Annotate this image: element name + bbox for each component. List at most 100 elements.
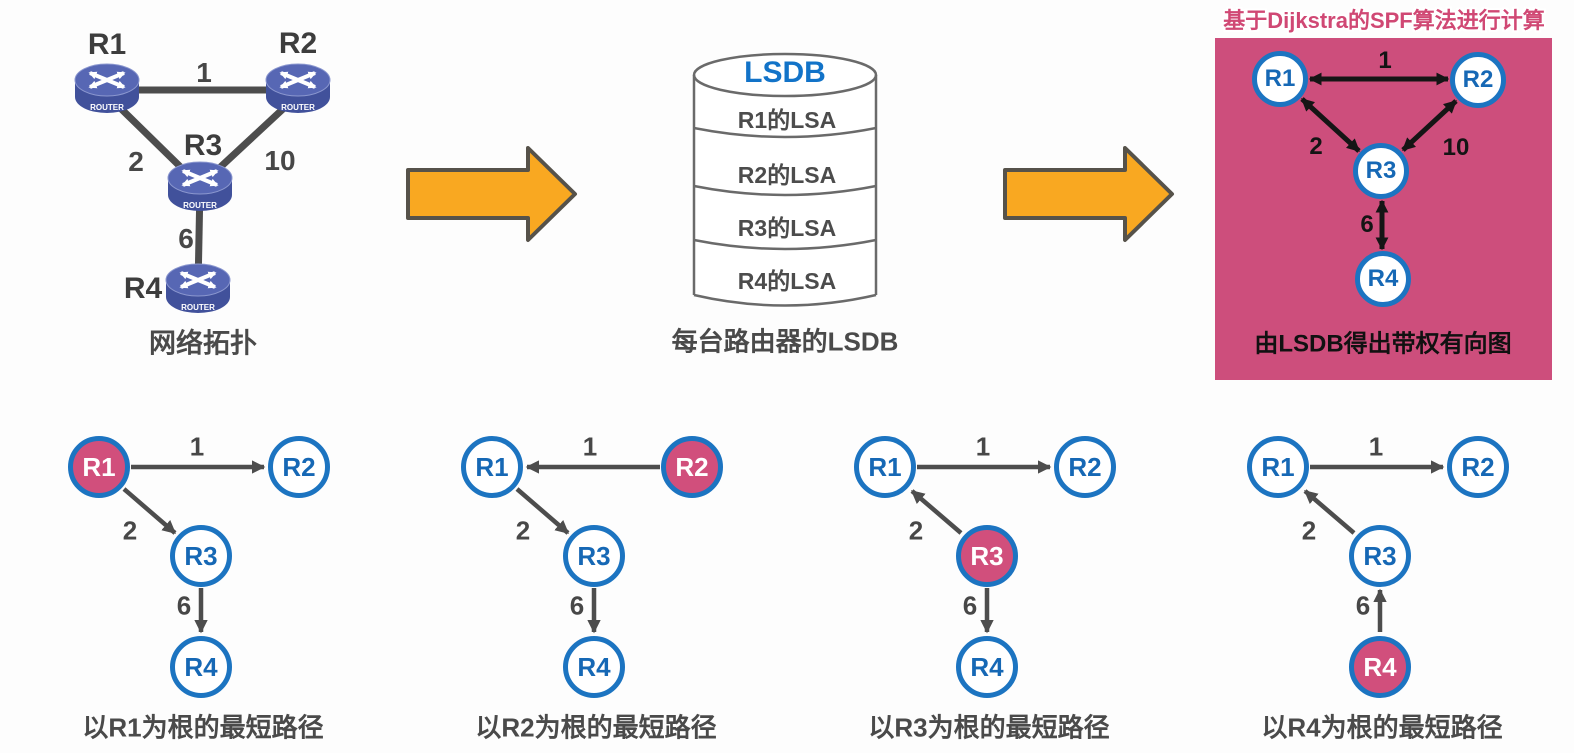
topology-node-label-r2: R2 — [278, 27, 318, 60]
tree-node-r4: R4 — [170, 636, 232, 698]
spf-cost-r3-r4: 6 — [1360, 211, 1374, 238]
tree-node-label: R4 — [970, 651, 1004, 682]
tree-node-label: R4 — [1363, 651, 1397, 682]
tree-cost-r3-r4: 6 — [176, 590, 192, 621]
tree-node-r3-root: R3 — [956, 525, 1018, 587]
spf-node-r1: R1 — [1252, 51, 1308, 107]
topology-cost-r1-r3: 2 — [128, 146, 144, 177]
lsdb-caption: 每台路由器的LSDB — [671, 326, 899, 357]
tree-node-label: R4 — [184, 651, 218, 682]
tree-cost-r4-r3: 6 — [1355, 590, 1371, 621]
lsdb-cylinder — [692, 52, 878, 310]
router-icon: ROUTER — [265, 63, 331, 113]
router-arrow-cross — [88, 71, 126, 89]
spt-tree-r4: R1 R2 R3 R4 1 2 6 以R4为根的最短路径 — [1179, 430, 1574, 753]
tree-edge-r3-r1 — [910, 489, 963, 535]
topology-node-label-r1: R1 — [87, 28, 127, 61]
lsdb-row-r2: R2的LSA — [737, 162, 837, 188]
tree-caption: 以R3为根的最短路径 — [868, 712, 1110, 743]
topology-cost-r2-r3: 10 — [264, 145, 296, 176]
tree-node-label: R3 — [970, 540, 1004, 571]
tree-edge-r3-r1 — [1303, 489, 1356, 535]
tree-node-r3: R3 — [563, 525, 625, 587]
tree-edges — [910, 460, 1052, 634]
tree-node-r1-root: R1 — [68, 436, 130, 498]
router-icon: ROUTER — [165, 263, 231, 313]
tree-cost-r2-r1: 1 — [582, 431, 598, 462]
router-badge-label: ROUTER — [183, 201, 217, 210]
spt-tree-r1: R1 R2 R3 R4 1 2 6 以R1为根的最短路径 — [0, 430, 400, 753]
tree-node-r2: R2 — [1447, 436, 1509, 498]
tree-edges — [515, 460, 660, 634]
spf-cost-r1-r2: 1 — [1378, 47, 1392, 74]
spf-cost-r1-r3: 2 — [1309, 133, 1323, 160]
tree-node-r3: R3 — [170, 525, 232, 587]
tree-node-r4-root: R4 — [1349, 636, 1411, 698]
tree-node-label: R2 — [282, 451, 316, 482]
spf-edge-r1-r3 — [1300, 97, 1361, 153]
flow-arrow-shape — [406, 146, 577, 242]
tree-node-r4: R4 — [563, 636, 625, 698]
lsdb-section: LSDB R1的LSA R2的LSA R3的LSA R4的LSA 每台路由器的L… — [620, 30, 960, 370]
tree-node-r1: R1 — [1247, 436, 1309, 498]
router-icon: ROUTER — [167, 161, 233, 211]
tree-node-label: R1 — [1261, 451, 1295, 482]
spf-edge-r2-r3 — [1401, 99, 1458, 152]
topology-caption: 网络拓扑 — [149, 328, 257, 359]
tree-node-label: R1 — [868, 451, 902, 482]
tree-caption: 以R1为根的最短路径 — [82, 712, 324, 743]
tree-node-label: R1 — [82, 451, 116, 482]
tree-node-label: R2 — [1461, 451, 1495, 482]
router-badge-label: ROUTER — [90, 103, 124, 112]
tree-node-label: R2 — [1068, 451, 1102, 482]
lsdb-row-r4: R4的LSA — [737, 268, 837, 294]
spf-node-r4: R4 — [1355, 251, 1411, 307]
tree-node-label: R3 — [577, 540, 611, 571]
tree-node-r1: R1 — [461, 436, 523, 498]
lsdb-title: LSDB — [744, 56, 826, 89]
router-arrow-cross — [181, 169, 219, 187]
tree-cost-r1-r2: 1 — [1368, 431, 1384, 462]
spf-node-label: R3 — [1365, 157, 1397, 184]
tree-edge-r1-r3 — [515, 487, 570, 535]
router-badge-label: ROUTER — [281, 103, 315, 112]
tree-cost-r1-r3: 2 — [515, 515, 531, 546]
tree-cost-r3-r1: 2 — [908, 515, 924, 546]
spf-title: 基于Dijkstra的SPF算法进行计算 — [1223, 8, 1545, 33]
tree-cost-r3-r4: 6 — [962, 590, 978, 621]
tree-cost-r1-r2: 1 — [189, 431, 205, 462]
spf-node-label: R1 — [1264, 65, 1296, 92]
lsdb-row-r3: R3的LSA — [737, 215, 837, 241]
tree-node-label: R4 — [577, 651, 611, 682]
tree-node-r2: R2 — [268, 436, 330, 498]
topology-node-label-r4: R4 — [123, 272, 163, 305]
lsdb-divider — [693, 238, 877, 251]
tree-node-r2: R2 — [1054, 436, 1116, 498]
tree-cost-r1-r3: 2 — [122, 515, 138, 546]
tree-node-r4: R4 — [956, 636, 1018, 698]
spt-tree-r3: R1 R2 R3 R4 1 2 6 以R3为根的最短路径 — [786, 430, 1186, 753]
router-arrow-cross — [179, 271, 217, 289]
spt-tree-r2: R1 R2 R3 R4 1 2 6 以R2为根的最短路径 — [393, 430, 793, 753]
tree-edges — [1303, 460, 1445, 632]
lsdb-divider — [693, 126, 877, 139]
topology-cost-r1-r2: 1 — [196, 57, 212, 88]
spf-node-r2: R2 — [1450, 52, 1506, 108]
spf-node-label: R4 — [1367, 265, 1399, 292]
spf-graph-edges — [1300, 72, 1458, 251]
flow-arrow-2 — [1003, 146, 1174, 242]
lsdb-divider — [693, 184, 877, 197]
network-topology-section: ROUTER ROUTER ROUTER ROUTER R1 — [0, 0, 400, 400]
tree-edge-r1-r3 — [122, 487, 177, 535]
spf-cost-r2-r3: 10 — [1442, 134, 1470, 161]
router-arrow-cross — [279, 71, 317, 89]
tree-node-label: R1 — [475, 451, 509, 482]
spf-node-label: R2 — [1462, 66, 1494, 93]
tree-node-label: R2 — [675, 451, 709, 482]
tree-caption: 以R4为根的最短路径 — [1261, 712, 1503, 743]
tree-node-r1: R1 — [854, 436, 916, 498]
tree-node-r2-root: R2 — [661, 436, 723, 498]
tree-caption: 以R2为根的最短路径 — [475, 712, 717, 743]
spf-panel: R1 R2 R3 R4 1 2 10 6 由LSDB得出带权有向图 — [1215, 38, 1552, 380]
